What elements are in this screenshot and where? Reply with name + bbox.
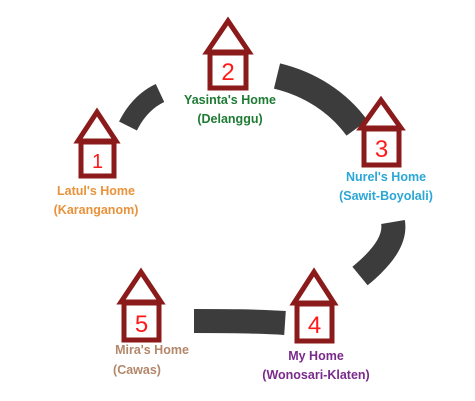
house-number: 4 [308,312,321,339]
house-roof [289,267,339,306]
label-place: (Cawas) [113,363,161,377]
house-body [78,139,117,179]
label-nurel: Nurel's Home (Sawit-Boyolali) [339,170,433,203]
house-yasinta: 2 [202,16,254,91]
house-nurel: 3 [356,95,406,168]
path-myhome-to-mira [193,309,286,335]
house-number: 2 [221,59,234,86]
house-body [207,50,249,91]
label-name: My Home [288,349,344,363]
label-place: (Sawit-Boyolali) [339,189,433,203]
house-myhome: 4 [289,267,339,344]
house-roof [116,267,166,305]
path-yasinta-to-nurel [273,63,368,136]
label-name: Nurel's Home [346,170,426,184]
house-roof [202,16,254,55]
house-latul: 1 [73,107,121,179]
label-yasinta: Yasinta's Home (Delanggu) [184,93,276,126]
label-myhome: My Home (Wonosari-Klaten) [262,349,369,382]
label-place: (Karanganom) [54,203,139,217]
house-body [294,301,335,344]
label-latul: Latul's Home (Karanganom) [54,184,139,217]
label-place: (Delanggu) [197,112,262,126]
house-body [121,300,162,343]
label-name: Yasinta's Home [184,93,276,107]
route-paths [119,63,406,335]
house-roof [73,107,121,144]
house-number: 3 [375,136,388,163]
path-nurel-to-myhome [352,220,406,286]
path-latul-to-yasinta [119,83,165,131]
label-name: Latul's Home [57,184,135,198]
house-body [361,126,402,168]
label-place: (Wonosari-Klaten) [262,368,369,382]
house-roof [356,95,406,131]
house-mira: 5 [116,267,166,343]
house-number: 5 [135,311,148,338]
label-name: Mira's Home [115,343,189,357]
house-number: 1 [92,151,103,173]
label-mira: Mira's Home (Cawas) [113,343,189,377]
